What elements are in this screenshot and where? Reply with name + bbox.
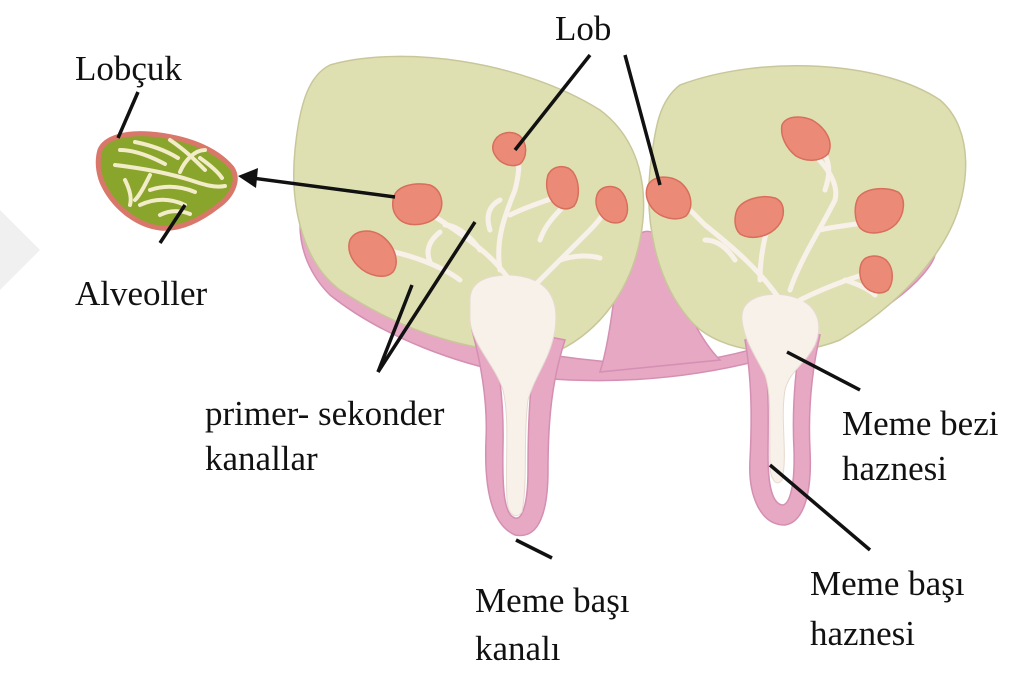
lobule [860,256,892,293]
label-kanali-line1: Meme başı [475,581,630,620]
label-bezi-line1: Meme bezi [842,404,999,443]
label-lobcuk: Lobçuk [75,49,182,88]
label-bas-hazne-line1: Meme başı [810,564,965,603]
label-alveoller: Alveoller [75,274,208,313]
label-bezi-line2: haznesi [842,449,947,488]
label-kanali-line2: kanalı [475,629,561,668]
label-kanallar-line1: primer- sekonder [205,394,445,433]
detail-arrow-head [238,168,258,188]
leader-lobcuk [118,92,138,138]
lobcuk-detail [98,134,235,229]
leader-kanali [516,540,552,558]
label-lob: Lob [555,9,611,48]
lobule [393,184,442,225]
label-kanallar-line2: kanallar [205,439,318,478]
label-bas-hazne-line2: haznesi [810,614,915,653]
watermark-chevron [0,210,40,290]
